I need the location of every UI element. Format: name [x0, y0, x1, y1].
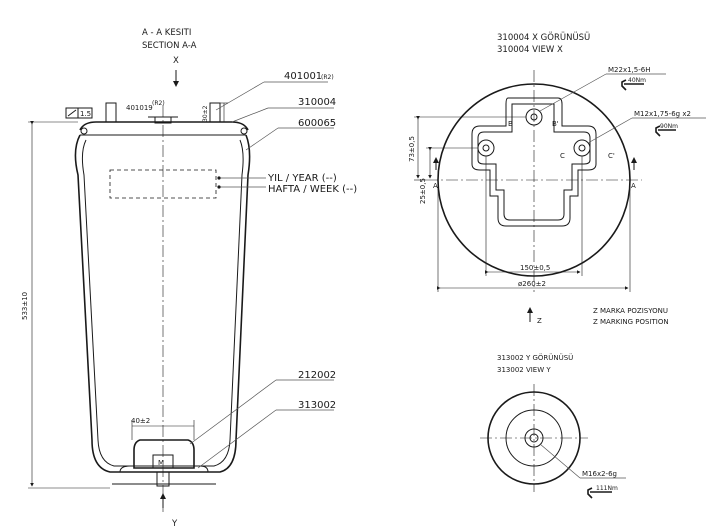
view-x-title-en: 310004 VIEW X — [497, 45, 563, 55]
week-label: HAFTA / WEEK (--) — [268, 184, 357, 195]
leader-313002 — [197, 409, 277, 469]
x-view-marker: X — [173, 56, 179, 66]
z-marker: Z — [537, 317, 542, 325]
year-dot — [217, 176, 221, 180]
m16-leader — [539, 443, 581, 479]
torque-40: 40Nm — [628, 77, 646, 84]
year-label: YIL / YEAR (--) — [267, 173, 337, 184]
leader-212002 — [189, 379, 277, 445]
dim-150: 150±0,5 — [520, 264, 550, 272]
stud-c-inner — [578, 144, 586, 152]
leader-600065 — [245, 127, 279, 151]
leader-310004 — [231, 107, 269, 123]
nut-block — [152, 454, 174, 469]
section-title-en: SECTION A-A — [142, 41, 197, 51]
part-401019: 401019 — [126, 104, 153, 112]
nut-mark: M — [158, 459, 164, 467]
stud-c — [573, 139, 591, 157]
section-a-a-view: A - A KESITI SECTION A-A X M — [21, 28, 357, 529]
dim-533: 533±10 — [21, 292, 29, 320]
thread-m16: M16x2-6g — [582, 470, 617, 478]
wrench-icon-3 — [587, 487, 612, 499]
view-x: 310004 X GÖRÜNÜSÜ 310004 VIEW X B B' C C… — [408, 32, 706, 292]
top-plate — [79, 121, 249, 131]
part-401001: 401001 — [284, 71, 322, 82]
pt-c2: C' — [608, 152, 615, 160]
flatness-symbol — [67, 109, 77, 117]
pt-b2: B' — [552, 120, 559, 128]
dim-30: 30±2 — [202, 105, 209, 122]
torque-111: 111Nm — [596, 485, 618, 492]
week-dot — [217, 185, 221, 189]
crimp-left — [80, 127, 88, 135]
bellow-outer — [74, 134, 251, 473]
plate-recess — [471, 97, 597, 227]
flatness-value: 1.5 — [80, 110, 91, 118]
view-y-title-en: 313002 VIEW Y — [497, 366, 551, 374]
stud-b-inner — [482, 144, 490, 152]
crimp-right — [240, 127, 248, 135]
pt-c: C — [560, 152, 565, 160]
view-y-title-tr: 313002 Y GÖRÜNÜSÜ — [497, 353, 573, 362]
sec-a-right: A — [631, 182, 636, 190]
sec-a-left: A — [433, 182, 438, 190]
thread-m12: M12x1,75-6g x2 — [634, 110, 691, 118]
plate-recess-inner — [477, 103, 591, 221]
part-401019-rev: (R2) — [152, 100, 165, 107]
stud-right — [209, 102, 221, 123]
flatness-box — [65, 107, 93, 119]
marking-box — [109, 169, 217, 199]
thread-m22: M22x1,5-6H — [608, 66, 650, 74]
torque-90: 90Nm — [660, 123, 678, 130]
section-title-tr: A - A KESITI — [142, 28, 191, 38]
bumper-212002 — [133, 439, 195, 469]
m12-leader — [587, 117, 633, 144]
part-313002: 313002 — [298, 400, 336, 411]
stud-left — [105, 102, 117, 123]
dim-73: 73±0,5 — [408, 136, 416, 162]
marking-line2: Z MARKING POSITION — [593, 318, 669, 326]
part-600065: 600065 — [298, 118, 336, 129]
bottom-stud — [156, 471, 170, 487]
piston-base — [119, 465, 209, 473]
part-310004: 310004 — [298, 97, 336, 108]
marking-position: Z Z MARKA POZISYONU Z MARKING POSITION — [527, 307, 669, 326]
pt-b: B — [508, 120, 513, 128]
dim-25: 25±0,5 — [419, 178, 427, 204]
wrench-icon-2 — [655, 125, 676, 137]
y-view-marker: Y — [171, 519, 178, 529]
part-401001-rev: (R2) — [321, 74, 334, 81]
dim-40: 40±2 — [131, 417, 150, 425]
marking-line1: Z MARKA POZISYONU — [593, 307, 668, 315]
wrench-icon-1 — [621, 79, 644, 91]
view-x-title-tr: 310004 X GÖRÜNÜSÜ — [497, 32, 590, 43]
part-212002: 212002 — [298, 370, 336, 381]
view-y: 313002 Y GÖRÜNÜSÜ 313002 VIEW Y M16x2-6g… — [480, 353, 626, 499]
leader-401001 — [215, 81, 265, 111]
dim-260: ø260±2 — [518, 280, 546, 288]
piston-inner-circle — [505, 409, 563, 467]
m22-leader — [539, 73, 607, 112]
stud-b — [477, 139, 495, 157]
